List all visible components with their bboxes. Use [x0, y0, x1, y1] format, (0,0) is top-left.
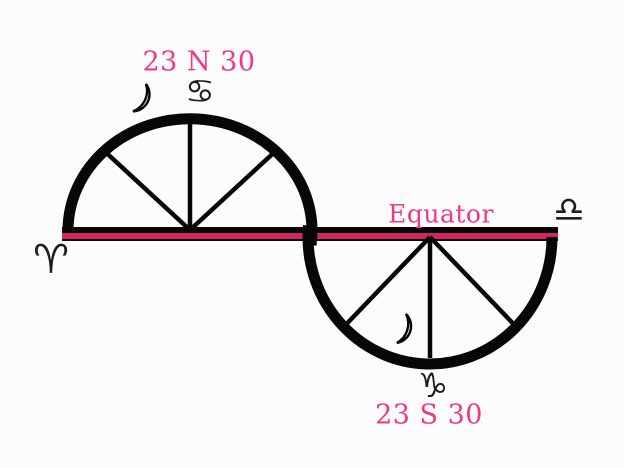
aries-icon: ♈ [33, 237, 69, 283]
north-spoke-right-diagonal [188, 151, 276, 232]
south-spoke-right-diagonal [428, 235, 516, 326]
north-declination-arc-group [62, 113, 318, 246]
north-declination-label: 23 N 30 [142, 46, 256, 78]
moon-icon-south [396, 313, 413, 345]
south-declination-label: 23 S 30 [375, 399, 483, 431]
cancer-icon: ♋ [185, 71, 215, 111]
libra-icon: ♎ [553, 190, 585, 231]
moon-icon-north [132, 83, 151, 113]
south-arc [302, 225, 558, 370]
south-declination-arc-group [302, 225, 558, 370]
south-spoke-left-diagonal [344, 235, 432, 326]
north-spoke-left-diagonal [104, 151, 192, 232]
capricorn-icon: ♑ [417, 366, 449, 406]
north-arc [62, 113, 318, 246]
equator-label: Equator [388, 199, 494, 229]
